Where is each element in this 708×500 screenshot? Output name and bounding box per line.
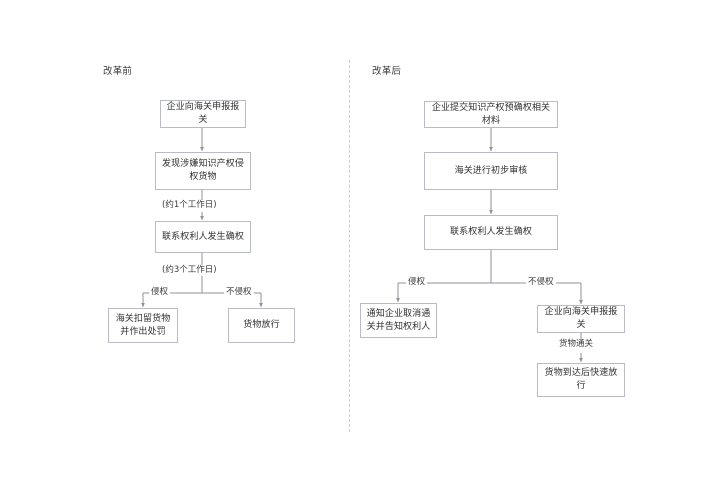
node-label: 通知企业取消通关并告知权利人 bbox=[366, 308, 431, 332]
vertical-dashed-divider bbox=[349, 60, 350, 432]
section-title-after-reform: 改革后 bbox=[372, 66, 402, 77]
edge-label-after-non-infringing: 不侵权 bbox=[526, 277, 556, 288]
node-after-notify-cancel-clearance: 通知企业取消通关并告知权利人 bbox=[360, 303, 437, 338]
section-title-before-reform: 改革前 bbox=[103, 66, 133, 77]
node-before-contact-rights-holder: 联系权利人发生确权 bbox=[155, 221, 251, 253]
edge-label-after-infringing: 侵权 bbox=[406, 277, 428, 288]
node-label: 企业向海关申报报关 bbox=[544, 307, 618, 330]
node-label: 货物放行 bbox=[243, 320, 280, 330]
node-label: 发现涉嫌知识产权侵权货物 bbox=[162, 159, 244, 182]
node-label: 海关扣留货物并作出处罚 bbox=[115, 313, 171, 337]
edge-label-after-goods-clearance: 货物通关 bbox=[557, 339, 596, 350]
node-label: 企业提交知识产权预确权相关材料 bbox=[431, 102, 551, 126]
node-before-declare-customs: 企业向海关申报报关 bbox=[160, 100, 246, 128]
edge-label-before-infringing: 侵权 bbox=[149, 287, 171, 298]
node-after-declare-customs: 企业向海关申报报关 bbox=[537, 305, 625, 333]
edge-label-before-one-working-day: (约1个工作日) bbox=[160, 200, 219, 211]
node-label: 企业向海关申报报关 bbox=[166, 102, 240, 125]
node-after-customs-preliminary-review: 海关进行初步审核 bbox=[424, 152, 558, 190]
node-after-fast-release-on-arrival: 货物到达后快速放行 bbox=[537, 363, 625, 397]
node-before-found-suspect-goods: 发现涉嫌知识产权侵权货物 bbox=[155, 152, 251, 190]
node-after-submit-ip-materials: 企业提交知识产权预确权相关材料 bbox=[424, 101, 558, 128]
node-before-release-goods: 货物放行 bbox=[228, 308, 295, 343]
node-label: 联系权利人发生确权 bbox=[162, 231, 244, 242]
node-label: 货物到达后快速放行 bbox=[544, 368, 618, 391]
node-after-contact-rights-holder: 联系权利人发生确权 bbox=[424, 215, 558, 250]
node-label: 联系权利人发生确权 bbox=[450, 227, 532, 237]
edge-label-before-three-working-days: (约3个工作日) bbox=[160, 265, 219, 276]
node-before-detain-and-penalize: 海关扣留货物并作出处罚 bbox=[108, 308, 178, 343]
node-label: 海关进行初步审核 bbox=[454, 165, 528, 176]
edge-label-before-non-infringing: 不侵权 bbox=[224, 287, 254, 298]
